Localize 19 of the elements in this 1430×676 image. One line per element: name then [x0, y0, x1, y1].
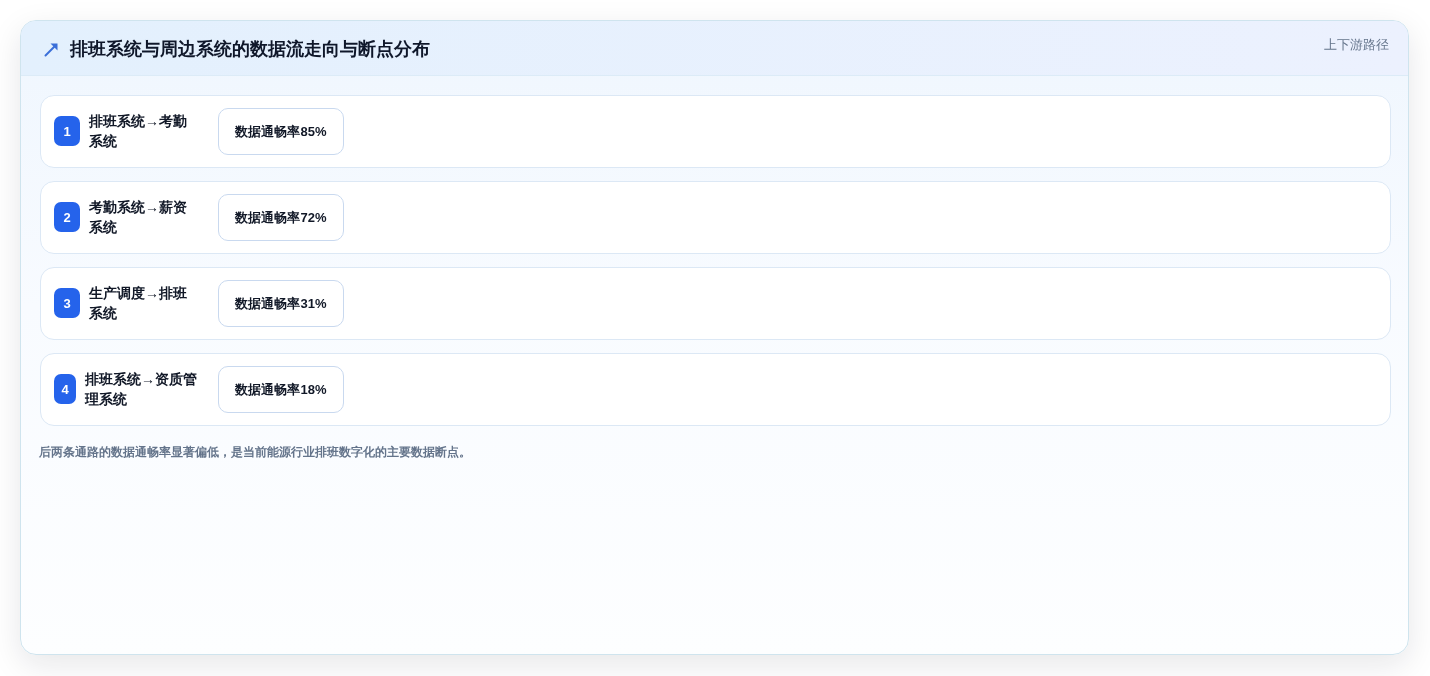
route-card [40, 353, 1391, 426]
number-badge: 1 [54, 116, 80, 146]
number-badge: 4 [54, 374, 76, 404]
footnote: 后两条通路的数据通畅率显著偏低，是当前能源行业排班数字化的主要数据断点。 [39, 444, 471, 461]
route-card [40, 267, 1391, 340]
route-card [40, 181, 1391, 254]
route-label: 生产调度→排班系统 [89, 284, 188, 323]
rate-pill: 数据通畅率72% [218, 194, 344, 241]
route-label: 排班系统→资质管理系统 [85, 370, 198, 409]
rate-pill: 数据通畅率31% [218, 280, 344, 327]
route-label: 考勤系统→薪资系统 [89, 198, 188, 237]
number-badge: 2 [54, 202, 80, 232]
rate-pill: 数据通畅率85% [218, 108, 344, 155]
title: 排班系统与周边系统的数据流走向与断点分布 [70, 38, 430, 61]
header-note: 上下游路径 [1324, 36, 1389, 54]
route-card [40, 95, 1391, 168]
number-badge: 3 [54, 288, 80, 318]
route-label: 排班系统→考勤系统 [89, 112, 188, 151]
rate-pill: 数据通畅率18% [218, 366, 344, 413]
